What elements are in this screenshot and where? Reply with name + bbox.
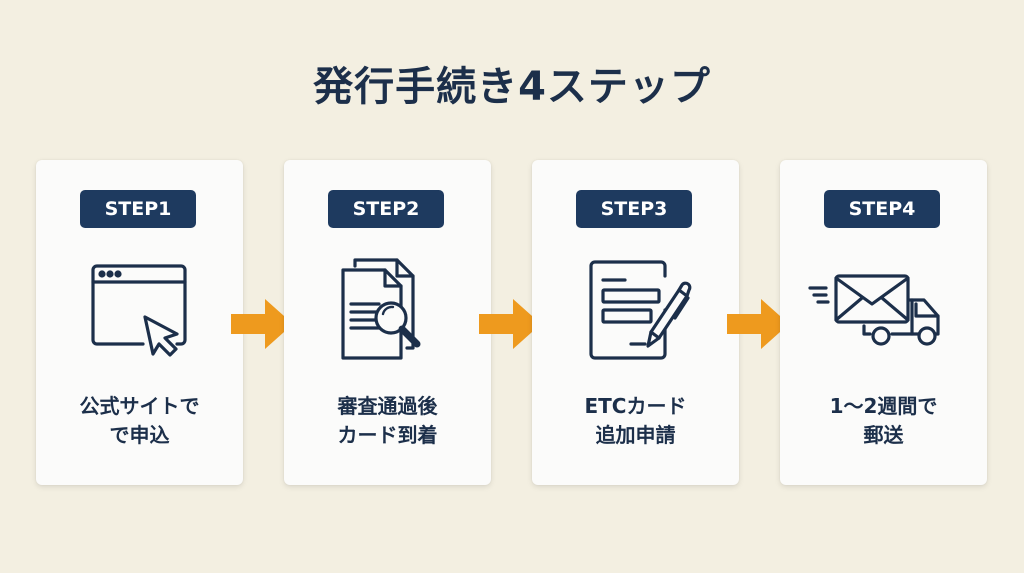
- page-title: 発行手続き4ステップ: [313, 64, 711, 110]
- step-badge: STEP4: [824, 190, 940, 228]
- step-card-4: STEP4 1〜2週間で 郵送: [780, 160, 987, 485]
- step-card-1: STEP1 公式サイトで で申込: [36, 160, 243, 485]
- step-card-3: STEP3 ETCカード 追加申請: [532, 160, 739, 485]
- arrow-right-icon: [479, 299, 541, 349]
- step-badge: STEP3: [576, 190, 692, 228]
- form-pen-icon: [575, 252, 695, 364]
- step-description: 公式サイトで で申込: [79, 394, 200, 447]
- browser-cursor-icon: [79, 252, 199, 364]
- document-search-icon: [327, 252, 447, 364]
- arrow-right-icon: [727, 299, 789, 349]
- step-description: 審査通過後 カード到着: [337, 394, 438, 447]
- step-badge: STEP1: [80, 190, 196, 228]
- step-description: ETCカード 追加申請: [584, 394, 687, 447]
- step-card-2: STEP2 審査通過後 カード到着: [284, 160, 491, 485]
- mail-truck-icon: [806, 252, 956, 364]
- arrow-right-icon: [231, 299, 293, 349]
- step-description: 1〜2週間で 郵送: [829, 394, 938, 447]
- step-badge: STEP2: [328, 190, 444, 228]
